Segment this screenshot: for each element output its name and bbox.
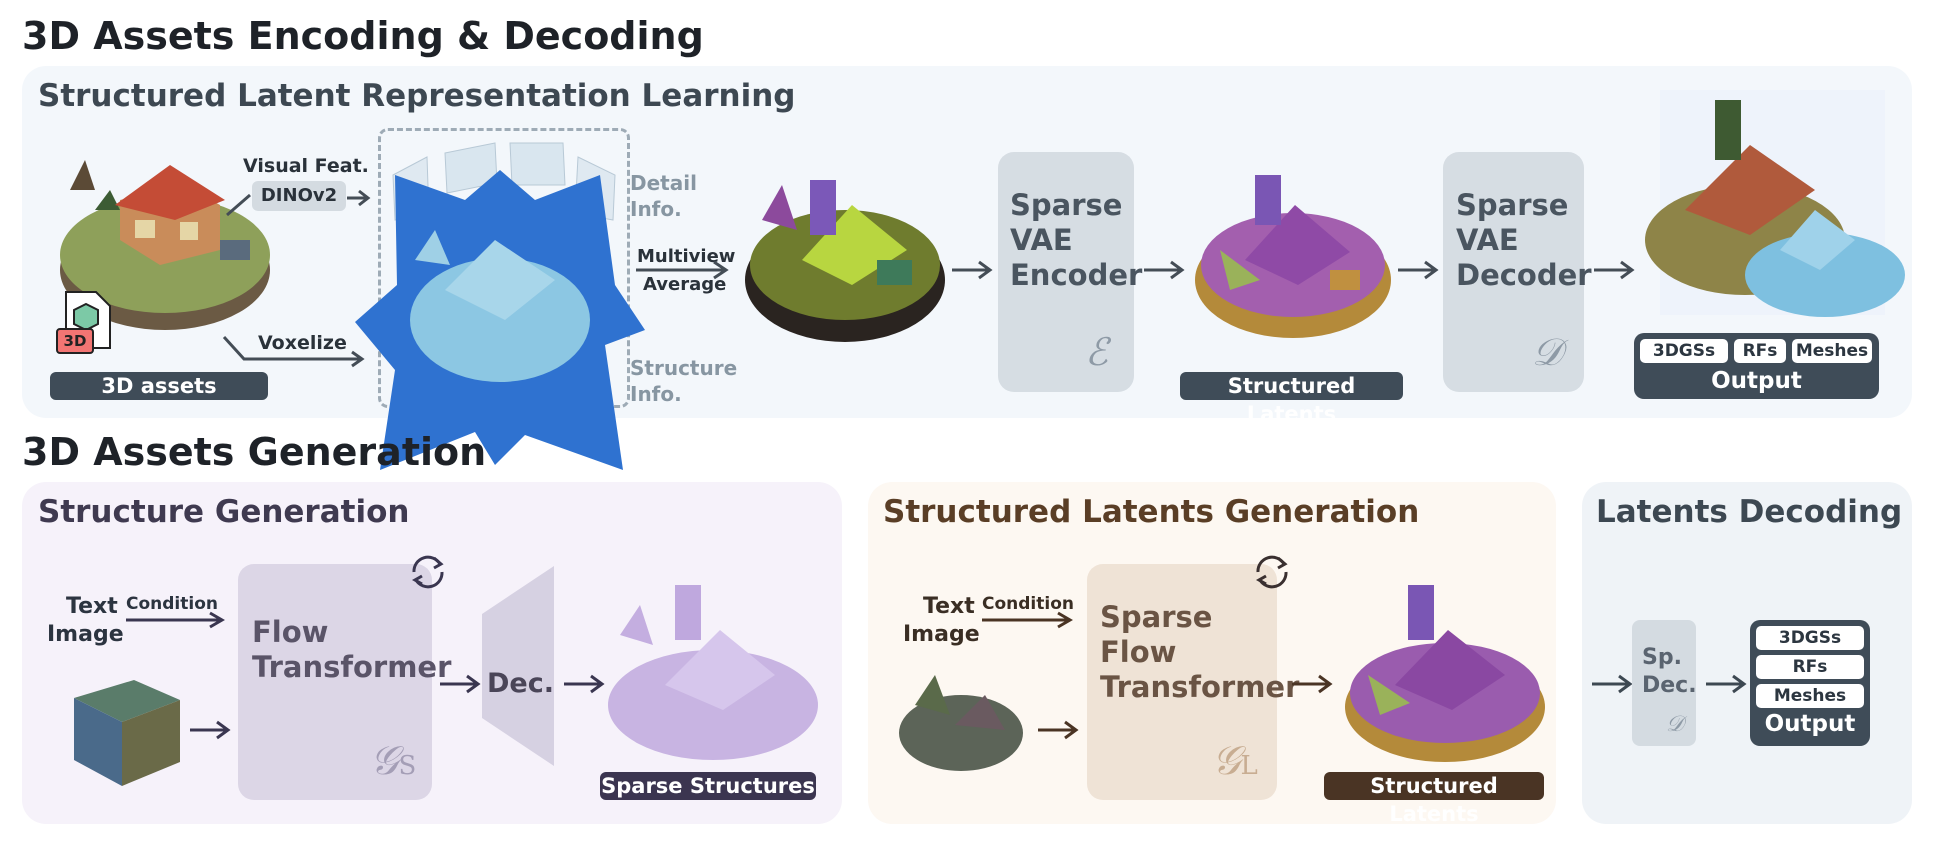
arrow-to-encoder-icon (952, 260, 993, 280)
structure-generation-title: Structure Generation (38, 494, 410, 530)
arrow-to-decoder-icon (1398, 260, 1439, 280)
decoded-output-renders-image (1645, 90, 1905, 317)
structure-condition-arrow-icon (126, 611, 225, 629)
arrow-to-sp-dec-icon (1592, 674, 1633, 694)
flow-transformer-symbol: 𝒢S (370, 738, 417, 784)
output-item-meshes: Meshes (1792, 339, 1872, 363)
structure-dec-label: Dec. (487, 668, 554, 699)
structure-condition-label: Condition (126, 594, 218, 614)
structured-latents-tag: Structured Latents (1180, 372, 1403, 426)
sparse-flow-transformer-label: Sparse Flow Transformer (1100, 600, 1300, 704)
latents-decoding-title: Latents Decoding (1596, 494, 1903, 530)
3d-file-badge: 3D (56, 328, 94, 354)
feature-voxels-image (745, 180, 945, 342)
sp-dec-label: Sp. Dec. (1642, 645, 1697, 698)
voxelized-structure-occluded-image (355, 170, 645, 470)
output-item-rfs: RFs (1734, 339, 1786, 363)
arrow-to-sparse-structure-icon (564, 674, 605, 694)
3d-assets-tag: 3D assets (50, 372, 268, 400)
structure-text-label: Text (66, 594, 118, 619)
sparse-vae-decoder-label: Sparse VAE Decoder (1456, 188, 1592, 292)
sparse-vae-decoder-block (1443, 152, 1584, 392)
flow-transformer-block (238, 564, 432, 800)
final-output-item-3dgss: 3DGSs (1756, 626, 1864, 650)
sparse-vae-encoder-block (998, 152, 1134, 392)
detail-info-label: Detail Info. (630, 171, 697, 221)
encoder-symbol: ℰ (1085, 330, 1109, 374)
final-output-item-meshes: Meshes (1756, 684, 1864, 708)
voxelize-label: Voxelize (258, 332, 347, 354)
flow-transformer-label: Flow Transformer (252, 615, 452, 684)
encoding-panel-title: Structured Latent Representation Learnin… (38, 78, 796, 114)
sparse-vae-encoder-label: Sparse VAE Encoder (1010, 188, 1143, 292)
noise-arrow-icon (190, 720, 231, 740)
arrow-to-dec-icon (440, 674, 481, 694)
iteration-loop-icon (411, 555, 444, 589)
structure-info-label: Structure Info. (630, 356, 738, 406)
average-label: Average (643, 274, 727, 295)
noise-cube-image (74, 680, 180, 786)
sp-dec-block (1632, 620, 1696, 746)
generated-latents-voxels-image (1345, 585, 1545, 762)
latents-generation-title: Structured Latents Generation (883, 494, 1420, 530)
generated-structured-latents-tag: Structured Latents (1324, 772, 1544, 826)
structure-image-label: Image (47, 622, 124, 647)
sparse-structures-tag: Sparse Structures (600, 772, 816, 800)
noisy-voxels-image (899, 675, 1023, 771)
latents-image-label: Image (903, 622, 980, 647)
latents-iteration-loop-icon (1255, 555, 1288, 589)
dinov2-arrow-icon (226, 189, 371, 217)
output-item-3dgss: 3DGSs (1640, 339, 1728, 363)
structure-decoder-trapezoid (482, 566, 554, 766)
arrow-to-latent-voxels-icon (1292, 674, 1333, 694)
structured-latents-voxels-image (1195, 175, 1391, 338)
latents-condition-label: Condition (982, 594, 1074, 614)
arrow-to-final-output-icon (1706, 674, 1747, 694)
multiview-label: Multiview (637, 246, 736, 267)
output-tag: Output (1711, 368, 1802, 394)
final-output-tag: Output (1764, 711, 1856, 737)
encoding-panel (22, 66, 1912, 418)
latents-text-label: Text (923, 594, 975, 619)
generation-section-title: 3D Assets Generation (22, 430, 487, 474)
sparse-flow-transformer-symbol: 𝒢L (1212, 738, 1258, 784)
noisy-voxels-arrow-icon (1038, 720, 1079, 740)
multiview-arrow-icon (636, 260, 729, 280)
arrow-to-output-icon (1594, 260, 1635, 280)
latents-condition-arrow-icon (982, 611, 1073, 629)
sparse-flow-transformer-block (1087, 564, 1277, 800)
sparse-structure-voxels-image (608, 585, 818, 760)
decoder-symbol: 𝒟 (1532, 330, 1563, 374)
voxelize-arrow-icon (222, 335, 365, 368)
encoding-section-title: 3D Assets Encoding & Decoding (22, 14, 704, 58)
visual-feat-label: Visual Feat. (243, 155, 369, 177)
final-output-item-rfs: RFs (1756, 655, 1864, 679)
3d-asset-house-image (60, 160, 270, 330)
arrow-to-latents-icon (1144, 260, 1185, 280)
sp-dec-symbol: 𝒟 (1666, 712, 1684, 737)
dinov2-box: DINOv2 (252, 181, 346, 211)
